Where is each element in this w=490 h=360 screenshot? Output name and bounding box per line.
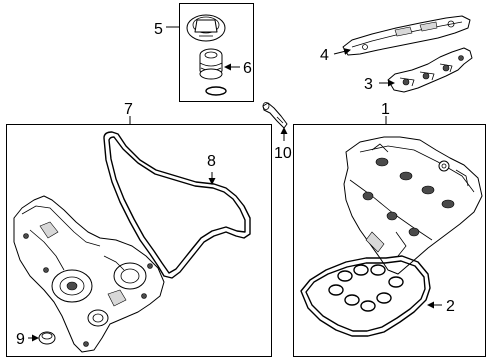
oil-filler-cap bbox=[186, 14, 226, 42]
callout-10: 10 bbox=[274, 145, 292, 162]
callout-9: 9 bbox=[16, 331, 25, 348]
plug-cap bbox=[38, 331, 56, 345]
callout-8: 8 bbox=[207, 153, 216, 170]
oil-filler-neck bbox=[199, 48, 223, 80]
leader-4 bbox=[333, 48, 351, 55]
callout-5: 5 bbox=[154, 21, 163, 38]
callout-2: 2 bbox=[446, 298, 455, 315]
engine-cover-upper bbox=[342, 15, 471, 56]
group-box-oil-filler bbox=[179, 3, 254, 102]
callout-3: 3 bbox=[364, 76, 373, 93]
valve-cover-gasket bbox=[300, 255, 431, 337]
callout-4: 4 bbox=[320, 47, 329, 64]
timing-cover bbox=[13, 195, 165, 353]
valve-cover bbox=[343, 136, 483, 275]
callout-6: 6 bbox=[243, 60, 252, 77]
timing-cover-gasket bbox=[103, 131, 251, 279]
callout-7: 7 bbox=[124, 101, 133, 118]
callout-1: 1 bbox=[381, 101, 390, 118]
group-box-valve-cover bbox=[293, 124, 486, 357]
small-tube-fitting bbox=[262, 102, 288, 129]
group-box-timing-cover bbox=[6, 124, 272, 357]
engine-cover-lower bbox=[387, 47, 473, 93]
filler-neck-seal bbox=[205, 86, 227, 96]
